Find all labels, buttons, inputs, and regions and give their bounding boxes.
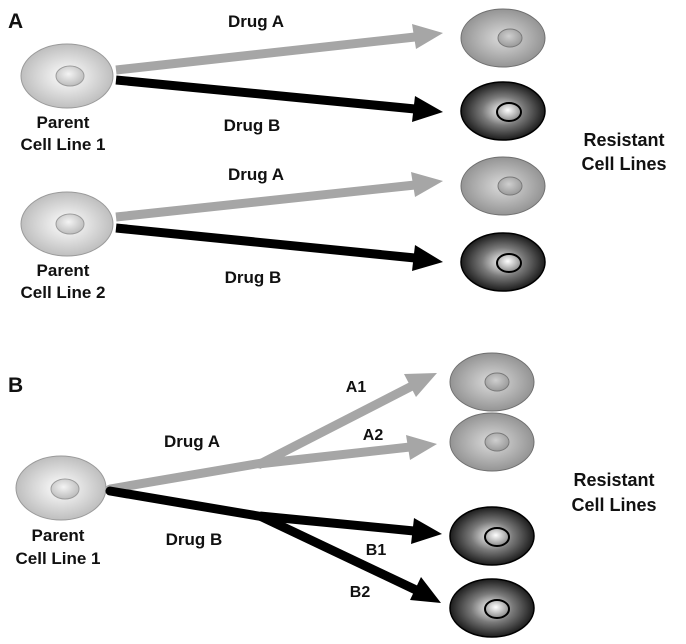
branch-label-b2: B2 <box>350 584 371 601</box>
parent-b-label-line2: Cell Line 1 <box>15 549 100 568</box>
arrow-a1-drug-a <box>115 24 443 75</box>
resistant-label-b-line2: Cell Lines <box>571 495 656 515</box>
resistant-label-a-line2: Cell Lines <box>581 154 666 174</box>
arrow-label-b-drug-a: Drug A <box>164 432 220 451</box>
arrow-a2-drug-b <box>115 223 443 271</box>
parent-2-label-line1: Parent <box>37 261 90 280</box>
parent-b-label-line1: Parent <box>32 526 85 545</box>
arrow-a1-drug-b <box>115 75 443 122</box>
arrow-label-b-drug-b: Drug B <box>166 530 223 549</box>
resistant-label-a-line1: Resistant <box>583 130 664 150</box>
parent-1-label-line1: Parent <box>37 113 90 132</box>
parent-cell-b <box>15 455 107 521</box>
resistant-cell-a2-drug-a <box>460 156 546 216</box>
resistant-cell-b-b2 <box>449 578 535 638</box>
arrow-label-drug-b-2: Drug B <box>225 268 282 287</box>
resistant-label-b-line1: Resistant <box>573 470 654 490</box>
resistant-cell-a2-drug-b <box>460 232 546 292</box>
arrow-b-branch-b2 <box>258 511 441 603</box>
branch-label-b1: B1 <box>366 542 387 559</box>
branch-label-a1: A1 <box>346 379 367 396</box>
panel-b-letter: B <box>8 374 23 397</box>
resistant-cell-a1-drug-b <box>460 81 546 141</box>
arrow-b-drug-a-trunk <box>105 458 267 494</box>
arrow-label-drug-b-1: Drug B <box>224 116 281 135</box>
arrow-label-drug-a-1: Drug A <box>228 12 284 31</box>
parent-cell-2 <box>20 191 114 257</box>
panel-a-letter: A <box>8 10 23 33</box>
parent-2-label-line2: Cell Line 2 <box>20 283 105 302</box>
resistant-cell-b-a2 <box>449 412 535 472</box>
resistant-cell-b-a1 <box>449 352 535 412</box>
parent-cell-1 <box>20 43 114 109</box>
arrow-b-drug-b-trunk <box>105 486 269 522</box>
arrow-b-branch-a2 <box>257 435 437 469</box>
branch-label-a2: A2 <box>363 427 384 444</box>
arrow-a2-drug-a <box>115 172 443 222</box>
parent-1-label-line2: Cell Line 1 <box>20 135 105 154</box>
arrow-b-branch-b1 <box>259 511 442 544</box>
arrow-b-branch-a1 <box>255 373 437 470</box>
resistant-cell-b-b1 <box>449 506 535 566</box>
resistant-cell-a1-drug-a <box>460 8 546 68</box>
arrow-label-drug-a-2: Drug A <box>228 165 284 184</box>
